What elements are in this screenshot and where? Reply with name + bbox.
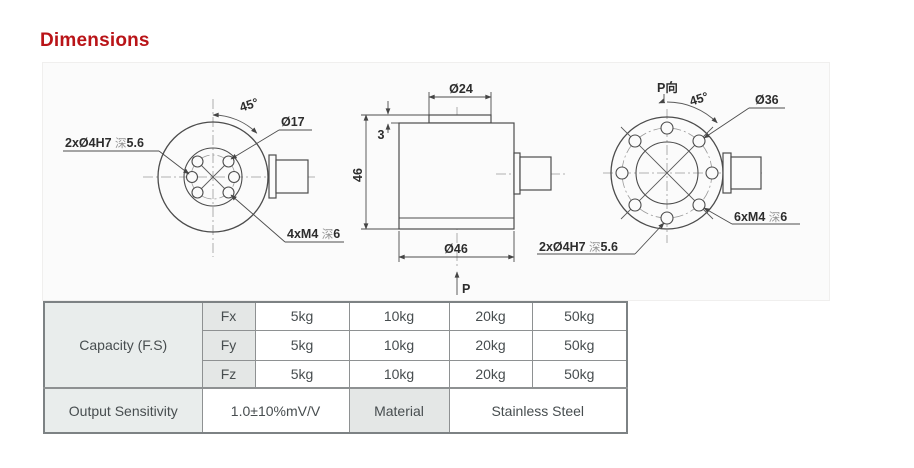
capacity-cell: 5kg [254,301,350,331]
rear-connector-body [730,156,762,190]
axis-cell: Fz [201,359,256,389]
rear-dowel-holes-label: 2xØ4H7 深5.6 [539,240,618,254]
rear-connector-flange [722,152,732,194]
table-row: Capacity (F.S) Fx 5kg 10kg 20kg 50kg [43,301,628,389]
capacity-cell: 10kg [348,329,450,361]
front-bolt-circle-label: Ø17 [281,115,305,129]
material-value-cell: Stainless Steel [448,387,628,434]
rear-view-direction-label: P向 [657,80,678,95]
dimension-drawing-canvas: 45° Ø17 2xØ4H7 深5.6 4xM4 深6 [42,62,830,301]
capacity-cell: 5kg [254,329,350,361]
capacity-cell: 5kg [254,359,350,389]
rear-bolt-circle-label: Ø36 [755,93,779,107]
output-sensitivity-value-cell: 1.0±10%mV/V [201,387,350,434]
rear-hole [692,198,706,212]
table-row: Output Sensitivity 1.0±10%mV/V Material … [43,387,628,434]
rear-angle-label: 45° [688,89,710,108]
axis-cell: Fy [201,329,256,361]
front-view: 45° Ø17 2xØ4H7 深5.6 4xM4 深6 [63,95,344,257]
side-connector-flange [513,152,521,195]
front-connector-flange [268,154,277,199]
front-hole [191,186,204,199]
output-sensitivity-label-cell: Output Sensitivity [43,387,203,434]
rear-hole [705,166,719,180]
side-body [398,122,515,230]
dimension-drawing-svg: 45° Ø17 2xØ4H7 深5.6 4xM4 深6 [63,80,800,296]
side-boss-height-label: 3 [378,128,385,142]
front-hole [191,155,204,168]
capacity-cell: 10kg [348,359,450,389]
rear-hole [660,121,674,135]
front-dowel-holes-label: 2xØ4H7 深5.6 [65,136,144,150]
front-hole [227,170,241,184]
rear-hole [615,166,629,180]
side-connector-body [519,156,552,191]
table-row: Fz 5kg 10kg 20kg 50kg [44,359,628,389]
capacity-label-cell: Capacity (F.S) [43,301,203,389]
capacity-cell: 50kg [531,359,628,389]
rear-hole [628,198,642,212]
side-load-arrow-label: P [462,282,470,296]
capacity-cell: 50kg [531,301,628,331]
rear-view: P向 45° Ø36 6xM4 深6 2xØ4H7 深5.6 [537,80,800,255]
capacity-cell: 20kg [448,329,533,361]
side-base-dia-label: Ø46 [444,242,468,256]
rear-hole [660,211,674,225]
rear-thread-holes-label: 6xM4 深6 [734,210,787,224]
capacity-cell: 20kg [448,301,533,331]
side-view: Ø24 3 46 Ø46 P [351,82,568,296]
side-top-dia-label: Ø24 [449,82,473,96]
front-thread-holes-label: 4xM4 深6 [287,227,340,241]
page-title: Dimensions [40,30,150,51]
capacity-cell: 10kg [348,301,450,331]
rear-hole [692,134,706,148]
front-connector-body [275,159,309,194]
rear-hole [628,134,642,148]
material-label-cell: Material [348,387,450,434]
table-row: Fy 5kg 10kg 20kg 50kg [44,329,628,361]
front-angle-label: 45° [238,95,260,114]
capacity-cell: 20kg [448,359,533,389]
side-body-height-label: 46 [351,168,365,182]
side-boss [428,114,492,124]
capacity-cell: 50kg [531,329,628,361]
front-hole [222,155,235,168]
spec-table: Capacity (F.S) Fx 5kg 10kg 20kg 50kg Fy … [43,301,628,434]
axis-cell: Fx [201,301,256,331]
